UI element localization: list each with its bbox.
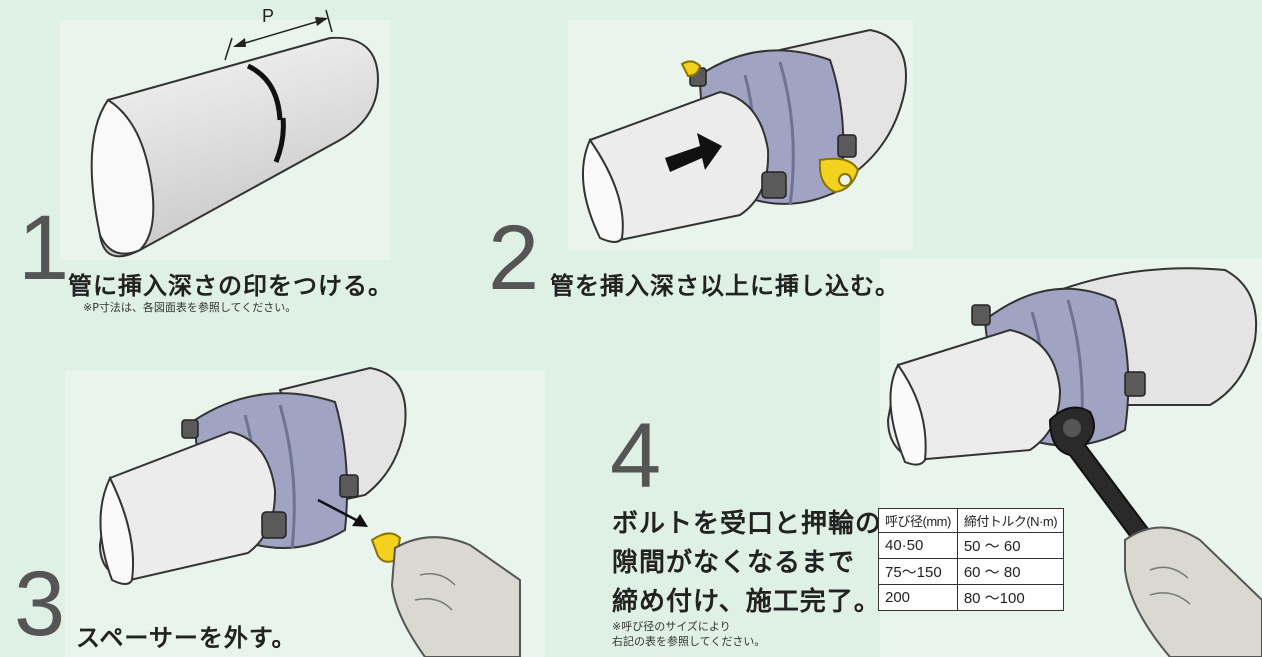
step1-note: ※P寸法は、各図面表を参照してください。: [83, 301, 297, 314]
glove-icon-step4: [1124, 526, 1262, 657]
step4-title-line-2: 隙間がなくなるまで: [612, 548, 856, 578]
pipe-end: [90, 98, 155, 255]
step4-note-line-1: ※呼び径のサイズにより: [612, 620, 731, 633]
step4-title: ボルトを受口と押輪の 隙間がなくなるまで 締め付け、施工完了。: [612, 505, 882, 622]
step2-number: 2: [488, 207, 540, 309]
table-cell: 200: [878, 584, 958, 611]
step1-title: 管に挿入深さの印をつける。: [68, 272, 393, 300]
step4-title-line-3: 締め付け、施工完了。: [612, 587, 881, 617]
torque-table: 呼び径(mm) 締付トルク(N·m) 40·50 50 ～ 60 75～150 …: [878, 508, 1065, 611]
dimension-label-p: P: [262, 6, 275, 26]
table-row: 40·50 50 ～ 60: [878, 532, 1065, 559]
step4-note: ※呼び径のサイズにより 右記の表を参照してください。: [612, 620, 765, 650]
table-cell: 75～150: [878, 558, 958, 585]
table-cell: 50 ～ 60: [956, 532, 1065, 559]
table-cell: 40·50: [878, 532, 958, 559]
step1-number: 1: [18, 197, 70, 299]
table-row: 200 80 ～100: [878, 584, 1065, 611]
insert-arrow-icon: [665, 133, 722, 172]
step3-title: スペーサーを外す。: [76, 624, 297, 652]
step2-title: 管を挿入深さ以上に挿し込む。: [550, 272, 900, 300]
table-cell: 80 ～100: [956, 584, 1065, 611]
glove-icon: [390, 536, 521, 657]
table-cell: 60 ～ 80: [956, 558, 1065, 585]
header-nominal-diameter: 呼び径(mm): [878, 508, 958, 533]
torque-table-header: 呼び径(mm) 締付トルク(N·m): [878, 508, 1065, 533]
remove-arrow-icon: [352, 514, 368, 527]
insertion-mark: [246, 63, 283, 121]
table-row: 75～150 60 ～ 80: [878, 558, 1065, 585]
step4-number: 4: [610, 405, 662, 507]
step4-note-line-2: 右記の表を参照してください。: [612, 634, 766, 648]
step4-title-line-1: ボルトを受口と押輪の: [612, 509, 883, 539]
step3-number: 3: [14, 553, 66, 655]
wrench-icon: [1048, 406, 1162, 558]
header-tightening-torque: 締付トルク(N·m): [956, 508, 1065, 533]
